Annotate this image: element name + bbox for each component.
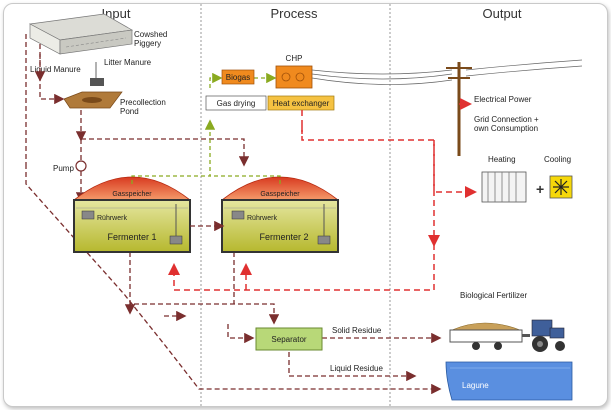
- biogas-box: [221, 69, 255, 85]
- precollection-pond-icon: [63, 91, 123, 109]
- label-precollection-1: Precollection: [120, 98, 166, 107]
- label-separator: Separator: [271, 335, 306, 344]
- label-heat-exchanger: Heat exchanger: [273, 99, 330, 108]
- cowshed-icon: [28, 13, 134, 55]
- label-cowshed-2: Piggery: [134, 39, 161, 48]
- label-ruehrwerk-2: Rührwerk: [247, 215, 277, 222]
- column-header-process: Process: [271, 6, 318, 21]
- heat-exchanger-box: [267, 95, 335, 111]
- lagune-icon: [445, 361, 573, 401]
- litter-manure-icon: [90, 62, 104, 86]
- gas-drying-box: [205, 95, 267, 111]
- label-grid-connection-2: own Consumption: [474, 124, 538, 133]
- diagram-frame: Input Process Output Cowshed Piggery Liq…: [3, 3, 608, 407]
- label-gasspeicher-2: Gasspeicher: [260, 191, 300, 198]
- label-grid-connection-1: Grid Connection +: [474, 115, 539, 124]
- label-liquid-residue: Liquid Residue: [330, 364, 383, 373]
- label-fermenter-1: Fermenter 1: [107, 232, 156, 242]
- column-header-output: Output: [482, 6, 521, 21]
- power-pole-icon: [446, 62, 472, 156]
- label-ruehrwerk-1: Rührwerk: [97, 215, 127, 222]
- separator-box: [255, 327, 323, 351]
- biogas-diagram: Input Process Output Cowshed Piggery Liq…: [25, 4, 583, 406]
- label-gasspeicher-1: Gasspeicher: [112, 191, 152, 198]
- label-biological-fertilizer: Biological Fertilizer: [460, 291, 527, 300]
- gas-flows: [131, 72, 281, 184]
- pump-icon: [75, 160, 87, 172]
- fermenter-1: [72, 176, 192, 253]
- label-electrical-power: Electrical Power: [474, 95, 532, 104]
- label-fermenter-2: Fermenter 2: [259, 232, 308, 242]
- label-chp: CHP: [286, 54, 303, 63]
- chp-unit-icon: [275, 65, 313, 89]
- label-heating: Heating: [488, 155, 516, 164]
- label-pump: Pump: [53, 164, 74, 173]
- label-gas-drying: Gas drying: [217, 99, 256, 108]
- label-lagune: Lagune: [462, 381, 489, 390]
- label-litter-manure: Litter Manure: [104, 58, 152, 67]
- tractor-trailer-icon: [449, 319, 565, 352]
- fermenter-2: [220, 176, 340, 253]
- label-liquid-manure: Liquid Manure: [30, 65, 81, 74]
- label-biogas: Biogas: [226, 73, 250, 82]
- heat-flows: [168, 98, 477, 291]
- radiator-icon: [481, 171, 527, 203]
- label-cowshed-1: Cowshed: [134, 30, 167, 39]
- label-cooling: Cooling: [544, 155, 571, 164]
- label-solid-residue: Solid Residue: [332, 326, 382, 335]
- label-plus: +: [536, 181, 544, 197]
- label-precollection-2: Pond: [120, 107, 139, 116]
- power-lines: [311, 59, 583, 85]
- snowflake-icon: [549, 175, 573, 199]
